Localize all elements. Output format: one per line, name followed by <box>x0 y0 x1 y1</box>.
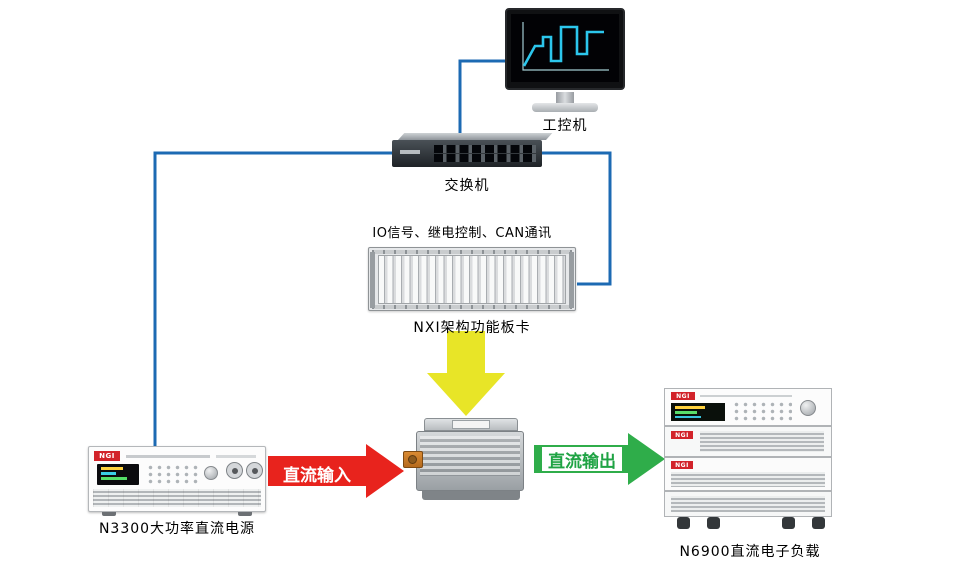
dut-converter <box>416 431 524 491</box>
power-supply-keypad <box>146 464 200 485</box>
dut-connector-terminal <box>408 455 417 464</box>
power-supply-model-bar <box>216 455 256 458</box>
load-title-bar <box>700 395 792 397</box>
caster-wheel <box>677 517 690 529</box>
load-vents <box>700 431 824 452</box>
pc-screen <box>511 14 619 82</box>
bus-protocol-label: IO信号、继电控制、CAN通讯 <box>372 226 552 241</box>
power-supply-label: N3300大功率直流电源 <box>98 521 256 537</box>
nxi-chassis-label: NXI架构功能板卡 <box>413 320 531 336</box>
dut-nameplate <box>452 420 490 429</box>
nxi-bottom-rail <box>372 305 572 309</box>
line-switch-to-power-supply <box>153 151 392 446</box>
nxi-left-handle <box>370 252 375 308</box>
dut-base <box>422 491 520 500</box>
dc-output-label: 直流输出 <box>548 451 616 472</box>
display-readout-line <box>101 467 123 470</box>
switch-label: 交换机 <box>444 178 490 194</box>
output-terminal <box>246 462 263 479</box>
nxi-card-slots <box>378 255 566 304</box>
switch-top-face <box>398 133 553 140</box>
dut-cooling-fins <box>420 436 520 476</box>
power-supply-knob <box>204 466 218 480</box>
screen-waveform <box>522 22 609 71</box>
down-arrow <box>427 331 505 416</box>
dc-output-label-box: 直流输出 <box>542 447 622 472</box>
nxi-right-handle <box>569 252 574 308</box>
display-readout-line <box>675 416 701 418</box>
caster-wheel <box>707 517 720 529</box>
load-brand-badge: NGI <box>671 431 693 439</box>
ethernet-port-row <box>434 145 536 153</box>
power-supply-foot <box>102 512 116 516</box>
display-readout-line <box>101 472 116 475</box>
power-supply-brand-badge: NGI <box>94 451 120 461</box>
load-knob <box>800 400 816 416</box>
caster-wheel <box>812 517 825 529</box>
power-supply-vents <box>93 489 261 507</box>
dc-input-label: 直流输入 <box>283 466 351 486</box>
terminal-core <box>251 467 258 474</box>
load-vents <box>671 496 825 512</box>
load-brand-badge: NGI <box>671 392 695 400</box>
switch-logo <box>400 150 420 154</box>
electronic-load-label: N6900直流电子负载 <box>679 544 821 560</box>
load-vents <box>671 472 825 487</box>
display-readout-line <box>675 406 705 409</box>
power-supply-foot <box>238 512 252 516</box>
power-supply-title-bar <box>126 455 210 458</box>
line-pc-to-switch <box>458 59 505 139</box>
ethernet-port-row <box>434 154 536 162</box>
monitor-stand-base <box>532 103 598 112</box>
monitor-stand-neck <box>556 92 574 104</box>
load-brand-badge: NGI <box>671 461 693 469</box>
nxi-top-rail <box>372 250 572 254</box>
terminal-core <box>231 467 238 474</box>
ethernet-ports <box>434 145 536 162</box>
load-keypad <box>732 401 792 423</box>
industrial-pc-label: 工控机 <box>542 118 588 134</box>
display-readout-line <box>675 411 697 414</box>
display-readout-line <box>101 477 127 480</box>
caster-wheel <box>782 517 795 529</box>
output-terminal <box>226 462 243 479</box>
